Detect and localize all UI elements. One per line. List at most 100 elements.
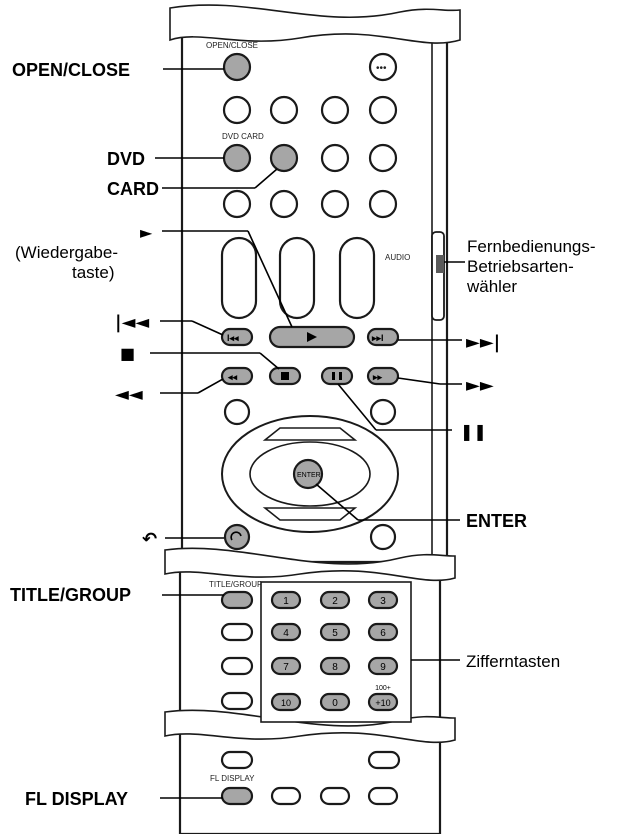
row4-button-3[interactable] xyxy=(320,189,350,219)
pause-icon xyxy=(332,372,335,380)
svg-text:10: 10 xyxy=(281,698,291,708)
title-group-button[interactable] xyxy=(220,590,254,610)
play-icon xyxy=(307,332,317,342)
callout-pause: ❚❚ xyxy=(460,422,487,441)
numeric-keypad: 1 2 3 4 5 6 7 8 9 10 0 100+ +10 xyxy=(270,590,399,712)
callout-mode-line2: Betriebsarten- xyxy=(467,257,574,276)
left-column-button-2[interactable] xyxy=(220,622,254,642)
hundred-plus-printed-label: 100+ xyxy=(375,685,391,692)
callout-fl-display: FL DISPLAY xyxy=(25,789,128,809)
key-3[interactable] xyxy=(367,590,399,610)
key-2[interactable] xyxy=(319,590,351,610)
key-9[interactable] xyxy=(367,656,399,676)
enter-button[interactable] xyxy=(292,458,324,490)
callout-fast-forward: ►► xyxy=(466,375,494,396)
fl-display-button[interactable] xyxy=(220,786,254,806)
row3-button-4[interactable] xyxy=(368,143,398,173)
lower-right-button[interactable] xyxy=(369,523,397,551)
svg-text:9: 9 xyxy=(380,662,386,673)
svg-text:4: 4 xyxy=(283,628,289,639)
fast-forward-icon: ▸▸ xyxy=(372,372,383,382)
key-5[interactable] xyxy=(319,622,351,642)
bottom-left-button[interactable] xyxy=(220,750,254,770)
row2-button-2[interactable] xyxy=(269,95,299,125)
callout-enter: ENTER xyxy=(466,511,527,531)
bottom-row-button-3[interactable] xyxy=(319,786,351,806)
bottom-row-button-4[interactable] xyxy=(367,786,399,806)
callout-play-symbol: ► xyxy=(140,223,153,242)
previous-button[interactable] xyxy=(220,327,254,347)
next-icon: ▸▸I xyxy=(371,333,384,343)
row4-button-2[interactable] xyxy=(269,189,299,219)
key-8[interactable] xyxy=(319,656,351,676)
key-1[interactable] xyxy=(270,590,302,610)
callout-play-desc-line1: (Wiedergabe- xyxy=(15,243,118,262)
top-right-button[interactable] xyxy=(368,52,398,82)
bottom-row-button-2[interactable] xyxy=(270,786,302,806)
svg-text:5: 5 xyxy=(332,628,338,639)
return-icon xyxy=(230,531,242,541)
svg-text:1: 1 xyxy=(283,596,289,607)
svg-text:7: 7 xyxy=(283,662,289,673)
nav-down-button[interactable] xyxy=(262,507,358,521)
row3-button-3[interactable] xyxy=(320,143,350,173)
callout-mode-line3: wähler xyxy=(466,277,517,296)
stop-icon xyxy=(281,372,289,380)
nav-up-button[interactable] xyxy=(262,427,358,441)
next-button[interactable] xyxy=(366,327,400,347)
callout-next: ►►| xyxy=(466,332,500,353)
fast-forward-button[interactable] xyxy=(366,366,400,386)
title-group-printed-label: TITLE/GROUP xyxy=(209,580,262,589)
dots-icon: ••• xyxy=(376,63,387,74)
svg-text:6: 6 xyxy=(380,628,386,639)
svg-text:3: 3 xyxy=(380,596,386,607)
dvd-button[interactable] xyxy=(222,143,252,173)
callout-rewind: ◄◄ xyxy=(115,384,143,405)
row4-button-1[interactable] xyxy=(222,189,252,219)
right-side-button[interactable] xyxy=(369,398,397,426)
mode-selector-switch[interactable]: AUDIO xyxy=(385,231,445,321)
callout-previous: |◄◄ xyxy=(115,312,149,333)
left-side-button[interactable] xyxy=(223,398,251,426)
row2-button-4[interactable] xyxy=(368,95,398,125)
callout-dvd: DVD xyxy=(107,149,145,169)
card-button[interactable] xyxy=(269,143,299,173)
key-6[interactable] xyxy=(367,622,399,642)
bottom-right-button[interactable] xyxy=(367,750,401,770)
row2-button-3[interactable] xyxy=(320,95,350,125)
callout-play-desc-line2: taste) xyxy=(72,263,115,282)
row4-button-4[interactable] xyxy=(368,189,398,219)
svg-text:8: 8 xyxy=(332,662,338,673)
dvd-card-printed-label: DVD CARD xyxy=(222,132,264,141)
key-4[interactable] xyxy=(270,622,302,642)
svg-text:2: 2 xyxy=(332,596,338,607)
callout-numeric-keys: Zifferntasten xyxy=(466,652,560,671)
vertical-oval-button-2[interactable] xyxy=(278,236,316,320)
callout-mode-line1: Fernbedienungs- xyxy=(467,237,596,256)
vertical-oval-button-3[interactable] xyxy=(338,236,376,320)
rewind-button[interactable] xyxy=(220,366,254,386)
pause-button[interactable] xyxy=(320,366,354,386)
return-button[interactable] xyxy=(223,523,251,551)
open-close-button[interactable] xyxy=(222,52,252,82)
callout-open-close: OPEN/CLOSE xyxy=(12,60,130,80)
key-0[interactable] xyxy=(319,692,351,712)
key-10[interactable] xyxy=(270,692,302,712)
previous-icon: I◂◂ xyxy=(227,333,239,343)
fl-display-printed-label: FL DISPLAY xyxy=(210,774,255,783)
callout-card: CARD xyxy=(107,179,159,199)
key-7[interactable] xyxy=(270,656,302,676)
left-column-button-4[interactable] xyxy=(220,691,254,711)
enter-printed-label: ENTER xyxy=(297,472,321,479)
key-plus-10[interactable] xyxy=(367,692,399,712)
row2-button-1[interactable] xyxy=(222,95,252,125)
svg-text:0: 0 xyxy=(332,698,338,709)
open-close-printed-label: OPEN/CLOSE xyxy=(206,41,258,50)
navigation-pad: ENTER xyxy=(221,415,399,533)
rewind-icon: ◂◂ xyxy=(227,372,238,382)
left-column-button-3[interactable] xyxy=(220,656,254,676)
callout-return: ↶ xyxy=(142,529,157,550)
vertical-oval-button-1[interactable] xyxy=(220,236,258,320)
callout-stop: ■ xyxy=(120,344,135,363)
